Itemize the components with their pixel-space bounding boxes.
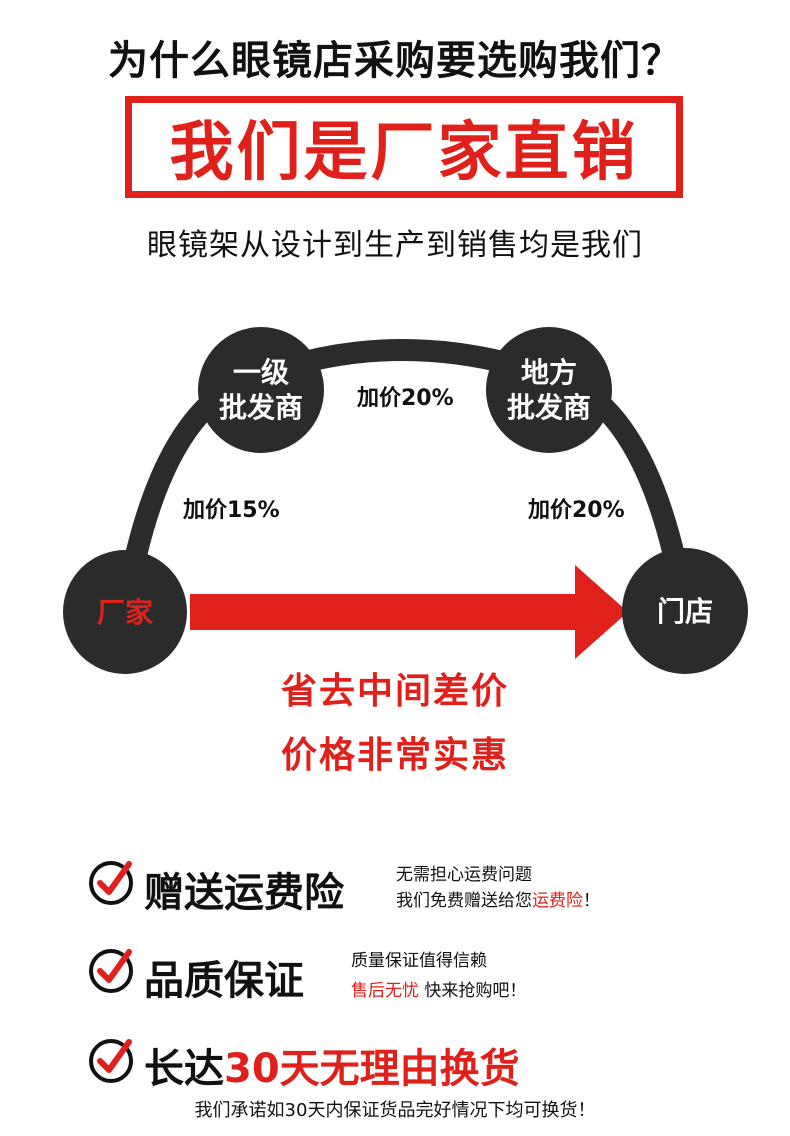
node-local-wholesaler-line1: 地方 xyxy=(520,356,577,389)
direct-benefit-line1: 省去中间差价 xyxy=(280,671,509,712)
node-primary-wholesaler-line1: 一级 xyxy=(232,356,289,389)
direct-arrow-shaft xyxy=(190,594,585,630)
benefit-note-line1: 无需担心运费问题 xyxy=(396,865,532,885)
factory-direct-banner: 我们是厂家直销 xyxy=(125,96,683,198)
benefit-title: 品质保证 xyxy=(144,958,304,1004)
note-highlight: 运费险 xyxy=(532,891,583,911)
note-suffix: ！ xyxy=(583,891,600,911)
benefit-title: 赠送运费险 xyxy=(144,870,344,916)
node-factory: 厂家 xyxy=(63,550,187,674)
node-primary-wholesaler-line2: 批发商 xyxy=(218,391,303,424)
benefit-quality-guarantee: 品质保证 质量保证值得信赖 售后无忧 快来抢购吧！ xyxy=(86,946,706,1006)
exchange-promise-note: 我们承诺如30天内保证货品完好情况下均可换货！ xyxy=(194,1100,596,1121)
distribution-arc xyxy=(114,339,696,621)
direct-benefit-line2: 价格非常实惠 xyxy=(280,735,509,776)
node-local-wholesaler: 地方 批发商 xyxy=(486,327,612,453)
markup-local-to-store: 加价20% xyxy=(528,498,625,523)
benefit-note-line2: 售后无忧 快来抢购吧！ xyxy=(351,976,526,1001)
node-local-wholesaler-line2: 批发商 xyxy=(506,391,591,424)
node-factory-label: 厂家 xyxy=(96,595,153,629)
direct-arrow-head xyxy=(575,565,628,659)
check-circle-icon xyxy=(89,861,133,905)
node-store: 门店 xyxy=(622,548,748,674)
check-circle-icon xyxy=(89,1039,133,1083)
note-suffix: 快来抢购吧！ xyxy=(419,981,527,1001)
subtitle: 眼镜架从设计到生产到销售均是我们 xyxy=(147,228,643,263)
headline-question: 为什么眼镜店采购要选购我们？ xyxy=(108,38,682,84)
supply-chain-diagram: 厂家 一级 批发商 地方 批发商 门店 加价15% 加价20% 加价20% 省去… xyxy=(0,290,790,790)
note-text: 我们免费赠送给您 xyxy=(396,891,532,911)
benefit-title-highlight: 30天无理由换货 xyxy=(224,1046,520,1092)
benefit-30-day-exchange: 长达30天无理由换货 xyxy=(86,1036,706,1096)
benefit-title-prefix: 长达 xyxy=(144,1046,224,1092)
benefit-title: 长达30天无理由换货 xyxy=(144,1036,520,1094)
diagram-graphics xyxy=(114,339,696,659)
banner-text: 我们是厂家直销 xyxy=(169,116,639,190)
markup-factory-to-wholesaler: 加价15% xyxy=(183,498,280,523)
node-store-label: 门店 xyxy=(656,594,713,628)
note-highlight: 售后无忧 xyxy=(351,981,419,1001)
benefit-shipping-insurance: 赠送运费险 无需担心运费问题 我们免费赠送给您运费险！ xyxy=(86,858,706,918)
node-primary-wholesaler: 一级 批发商 xyxy=(198,327,324,453)
benefit-note-line1: 质量保证值得信赖 xyxy=(351,951,487,971)
markup-wholesaler-to-local: 加价20% xyxy=(357,386,454,411)
check-circle-icon xyxy=(89,949,133,993)
benefit-note-line2: 我们免费赠送给您运费险！ xyxy=(396,886,600,911)
